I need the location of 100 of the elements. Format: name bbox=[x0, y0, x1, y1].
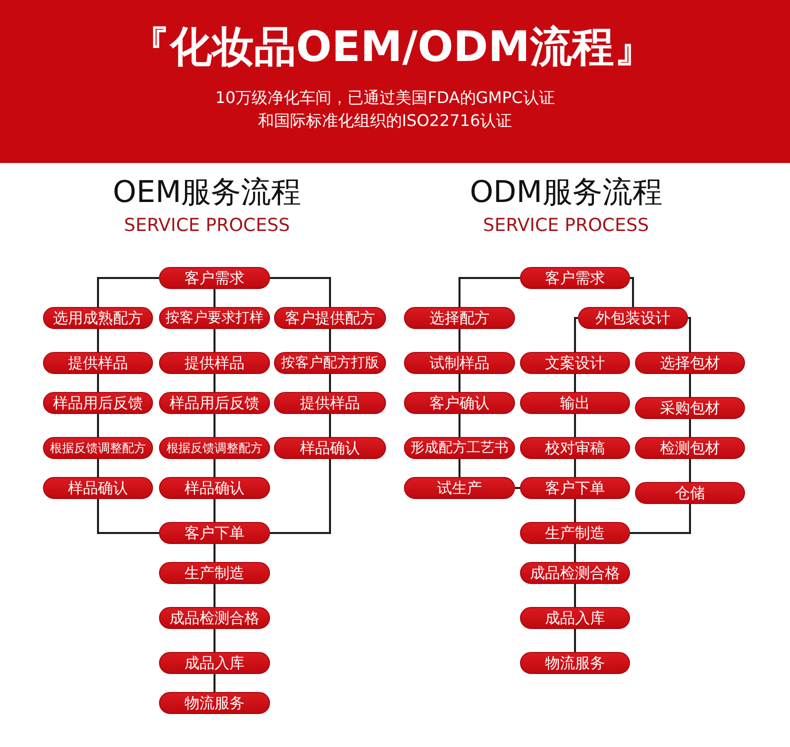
connector-line bbox=[688, 317, 691, 352]
step-label: 输出 bbox=[560, 394, 590, 412]
process-pill bbox=[635, 437, 745, 459]
process-pill bbox=[159, 652, 270, 674]
process-pill bbox=[520, 562, 630, 584]
connector-line bbox=[214, 289, 216, 307]
step-label: 根据反馈调整配方 bbox=[50, 440, 146, 457]
process-pill bbox=[520, 522, 630, 544]
step-label: 选用成熟配方 bbox=[53, 309, 143, 327]
step-label: 校对审稿 bbox=[545, 439, 605, 457]
step-label: 外包装设计 bbox=[596, 309, 670, 327]
connector-line bbox=[574, 317, 578, 352]
connector-line bbox=[574, 544, 576, 562]
process-pill bbox=[159, 477, 270, 499]
step-label: 物流服务 bbox=[184, 694, 244, 712]
section-subheading: SERVICE PROCESS bbox=[124, 216, 290, 237]
step-label: 客户提供配方 bbox=[285, 309, 375, 327]
connector-line bbox=[458, 277, 520, 307]
connector-line bbox=[689, 419, 691, 437]
connector-line bbox=[458, 374, 460, 392]
process-pill bbox=[404, 307, 515, 329]
process-pill bbox=[520, 352, 630, 374]
step-label: 试生产 bbox=[437, 479, 482, 497]
process-pill bbox=[520, 607, 630, 629]
step-label: 客户下单 bbox=[545, 479, 605, 497]
connector-line bbox=[689, 459, 691, 482]
process-pill bbox=[159, 352, 270, 374]
connector-line bbox=[97, 374, 99, 392]
step-label: 成品入库 bbox=[184, 654, 244, 672]
subtitle-text: 10万级净化车间，已通过美国FDA的GMPC认证 bbox=[215, 89, 555, 108]
step-label: 根据反馈调整配方 bbox=[166, 440, 262, 457]
process-pill bbox=[43, 437, 153, 459]
section-heading: OEM服务流程 bbox=[112, 176, 302, 210]
process-pill bbox=[274, 307, 386, 329]
connector-line bbox=[458, 329, 460, 352]
connector-line bbox=[630, 277, 634, 307]
connector-line bbox=[214, 674, 216, 692]
step-label: 样品确认 bbox=[300, 439, 360, 457]
step-label: 形成配方工艺书 bbox=[410, 439, 508, 457]
process-pill bbox=[159, 307, 270, 329]
process-pill bbox=[520, 437, 630, 459]
step-label: 生产制造 bbox=[545, 524, 605, 542]
connector-line bbox=[97, 499, 159, 534]
step-label: 物流服务 bbox=[545, 654, 605, 672]
connector-line bbox=[214, 544, 216, 562]
connector-line bbox=[97, 277, 159, 307]
step-label: 样品确认 bbox=[184, 479, 244, 497]
process-pill bbox=[43, 352, 153, 374]
process-pill bbox=[43, 477, 153, 499]
step-label: 文案设计 bbox=[545, 354, 605, 372]
process-pill bbox=[43, 307, 153, 329]
connector-line bbox=[329, 329, 331, 352]
step-label: 客户下单 bbox=[184, 524, 244, 542]
connector-line bbox=[689, 374, 691, 397]
process-pill bbox=[635, 397, 745, 419]
step-label: 客户需求 bbox=[545, 269, 605, 287]
step-label: 样品用后反馈 bbox=[170, 394, 260, 412]
step-label: 仓储 bbox=[675, 484, 705, 502]
step-label: 客户确认 bbox=[430, 394, 490, 412]
connector-line bbox=[515, 487, 520, 489]
connector-line bbox=[97, 414, 99, 437]
process-pill bbox=[159, 437, 270, 459]
connector-line bbox=[214, 374, 216, 392]
connector-line bbox=[574, 374, 576, 392]
process-pill bbox=[635, 482, 745, 504]
connector-line bbox=[214, 584, 216, 607]
step-label: 样品确认 bbox=[68, 479, 128, 497]
process-pill bbox=[274, 437, 386, 459]
step-label: 客户需求 bbox=[184, 269, 244, 287]
section-heading: ODM服务流程 bbox=[470, 176, 662, 210]
step-label: 试制样品 bbox=[430, 354, 490, 372]
process-pill bbox=[159, 522, 270, 544]
connector-line bbox=[270, 277, 331, 307]
process-pill bbox=[520, 652, 630, 674]
connector-line bbox=[214, 329, 216, 352]
connector-line bbox=[329, 414, 331, 437]
connector-line bbox=[574, 629, 576, 652]
connector-line bbox=[574, 499, 576, 522]
step-label: 成品检测合格 bbox=[170, 609, 260, 627]
connector-line bbox=[458, 459, 460, 477]
connector-line bbox=[214, 629, 216, 652]
connector-line bbox=[97, 329, 99, 352]
step-label: 生产制造 bbox=[184, 564, 244, 582]
process-pill bbox=[159, 562, 270, 584]
page-title: 『化妆品OEM/ODM流程』 bbox=[128, 23, 656, 72]
step-label: 按客户要求打样 bbox=[166, 309, 264, 327]
step-label: 按客户配方打版 bbox=[281, 354, 379, 372]
connector-line bbox=[214, 459, 216, 477]
subtitle-text: 和国际标准化组织的ISO22716认证 bbox=[258, 112, 512, 130]
process-pill bbox=[404, 392, 515, 414]
process-pill bbox=[159, 392, 270, 414]
connector-line bbox=[458, 414, 460, 437]
step-label: 选择配方 bbox=[430, 309, 490, 327]
process-pill bbox=[578, 307, 688, 329]
connector-line bbox=[574, 584, 576, 607]
process-pill bbox=[274, 352, 386, 374]
process-pill bbox=[159, 692, 270, 714]
process-pill bbox=[404, 437, 515, 459]
step-label: 提供样品 bbox=[184, 354, 244, 372]
process-pill bbox=[635, 352, 745, 374]
